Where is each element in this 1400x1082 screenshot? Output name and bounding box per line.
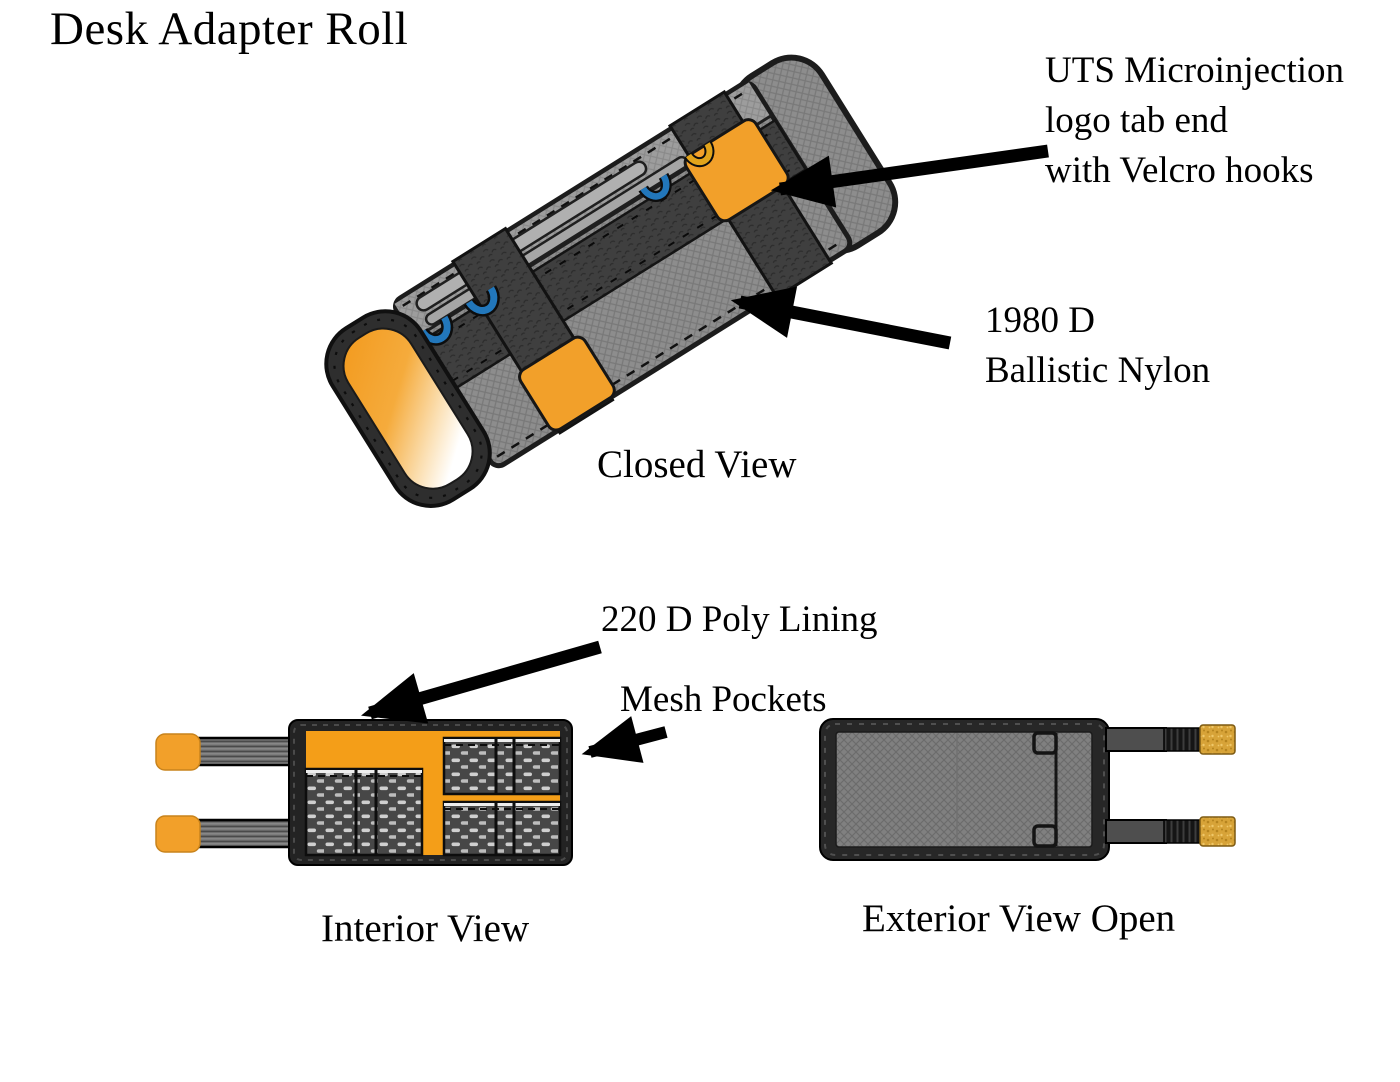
interior-strap-top: [155, 733, 297, 771]
annotation-poly-lining: 220 D Poly Lining: [601, 599, 878, 640]
annotation-line: UTS Microinjection: [1045, 50, 1345, 91]
exterior-strap-top: [1105, 724, 1236, 755]
annotation-line: Ballistic Nylon: [985, 350, 1211, 391]
ballistic-nylon-arrow-icon: [730, 286, 952, 350]
loop-blue-icon: [640, 174, 670, 200]
mesh-pockets-arrow-icon: [581, 716, 668, 763]
annotation-line: logo tab end: [1045, 100, 1228, 141]
interior-view-illustration: [155, 719, 573, 866]
logo-tab-arrow-icon: [770, 144, 1049, 208]
velcro-gold-tip: [1199, 724, 1236, 755]
loop-yellow-icon: [685, 142, 713, 166]
poly-lining-arrow-icon: [361, 640, 602, 724]
page-title: Desk Adapter Roll: [50, 3, 409, 55]
interior-strap-bottom: [155, 815, 297, 853]
annotation-line: with Velcro hooks: [1045, 150, 1314, 191]
strap-logo-tip: [155, 815, 201, 853]
loop-blue-icon: [465, 286, 498, 314]
mesh-pockets: [304, 736, 562, 857]
velcro-tab: [518, 335, 616, 432]
strap-logo-tip: [155, 733, 201, 771]
corner-tab: [1032, 731, 1058, 755]
roll-opening: [324, 309, 492, 508]
closed-view-illustration: [324, 54, 899, 508]
annotation-line: 1980 D: [985, 300, 1095, 341]
exterior-view-illustration: [819, 718, 1236, 861]
annotation-mesh-pockets: Mesh Pockets: [620, 679, 827, 720]
annotation-arrows: [361, 144, 1049, 763]
exterior-view-label: Exterior View Open: [862, 897, 1176, 940]
interior-view-label: Interior View: [321, 907, 530, 950]
velcro-gold-tip: [1199, 816, 1236, 847]
closure-strap-left: [450, 226, 616, 435]
exterior-strap-bottom: [1105, 816, 1236, 847]
corner-tab: [1032, 824, 1058, 848]
annotation-logo-tab: UTS Microinjection logo tab end with Vel…: [1045, 46, 1344, 196]
closed-view-label: Closed View: [597, 443, 797, 486]
annotation-ballistic-nylon: 1980 D Ballistic Nylon: [985, 296, 1210, 396]
